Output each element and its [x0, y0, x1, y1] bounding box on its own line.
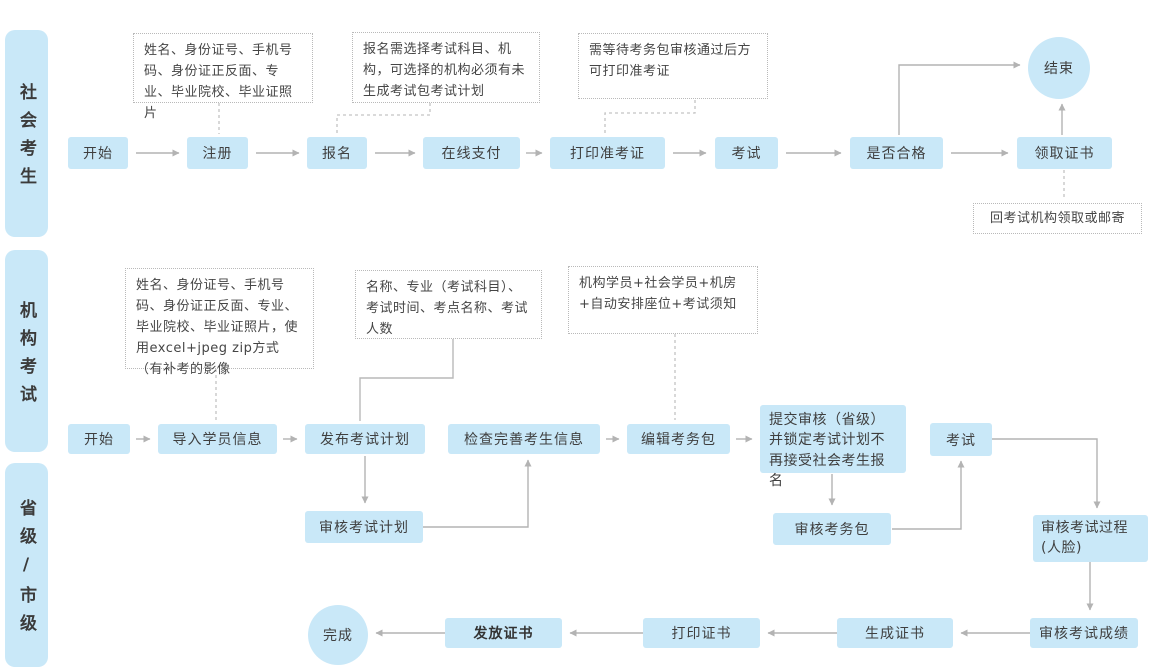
note-import-fields: 姓名、身份证号、手机号码、身份证正反面、专业、毕业院校、毕业证照片，使用exce…	[125, 268, 314, 377]
node-review-score: 审核考试成绩	[1030, 618, 1138, 648]
node-review-process: 审核考试过程 (人脸)	[1033, 515, 1148, 562]
node-done-circle: 完成	[308, 605, 368, 665]
node-review-pack: 审核考务包	[773, 513, 891, 545]
node-print-ticket: 打印准考证	[550, 137, 665, 169]
note-signup-rule: 报名需选择考试科目、机构，可选择的机构必须有未生成考试包考试计划	[352, 32, 540, 103]
lane-label-province: 省级/市级	[5, 463, 48, 667]
node-import-students: 导入学员信息	[158, 424, 277, 454]
lane-label-org: 机构考试	[5, 250, 48, 452]
note-cert-delivery: 回考试机构领取或邮寄	[973, 203, 1142, 234]
node-submit-review: 提交审核（省级）并锁定考试计划不再接受社会考生报名	[760, 405, 906, 489]
note-ticket-rule: 需等待考务包审核通过后方可打印准考证	[578, 33, 768, 99]
lane-label-social: 社会考生	[5, 30, 48, 237]
node-exam-social: 考试	[715, 137, 778, 169]
node-issue-cert: 发放证书	[445, 618, 562, 648]
node-get-cert: 领取证书	[1017, 137, 1112, 169]
node-generate-cert: 生成证书	[837, 618, 953, 648]
note-register-fields: 姓名、身份证号、手机号码、身份证正反面、专业、毕业院校、毕业证照片	[133, 33, 313, 121]
flow-arrows	[136, 61, 1101, 637]
node-pass-check: 是否合格	[850, 137, 943, 169]
node-edit-pack: 编辑考务包	[627, 424, 730, 454]
note-pack-content: 机构学员+社会学员+机房 +自动安排座位+考试须知	[568, 266, 758, 334]
node-exam-org: 考试	[930, 423, 992, 456]
node-register: 注册	[187, 137, 248, 169]
node-signup: 报名	[307, 137, 367, 169]
note-plan-fields: 名称、专业（考试科目）、考试时间、考点名称、考试人数	[355, 270, 542, 339]
note-dashed-connectors	[215, 100, 1065, 420]
node-end-circle: 结束	[1028, 37, 1090, 99]
node-publish-plan: 发布考试计划	[305, 424, 425, 454]
note-solid-connector	[359, 338, 454, 421]
node-online-pay: 在线支付	[423, 137, 520, 169]
node-print-cert: 打印证书	[643, 618, 760, 648]
node-review-plan: 审核考试计划	[305, 511, 423, 543]
node-check-info: 检查完善考生信息	[448, 424, 600, 454]
node-start-org: 开始	[68, 424, 130, 454]
node-start-social: 开始	[68, 137, 128, 169]
